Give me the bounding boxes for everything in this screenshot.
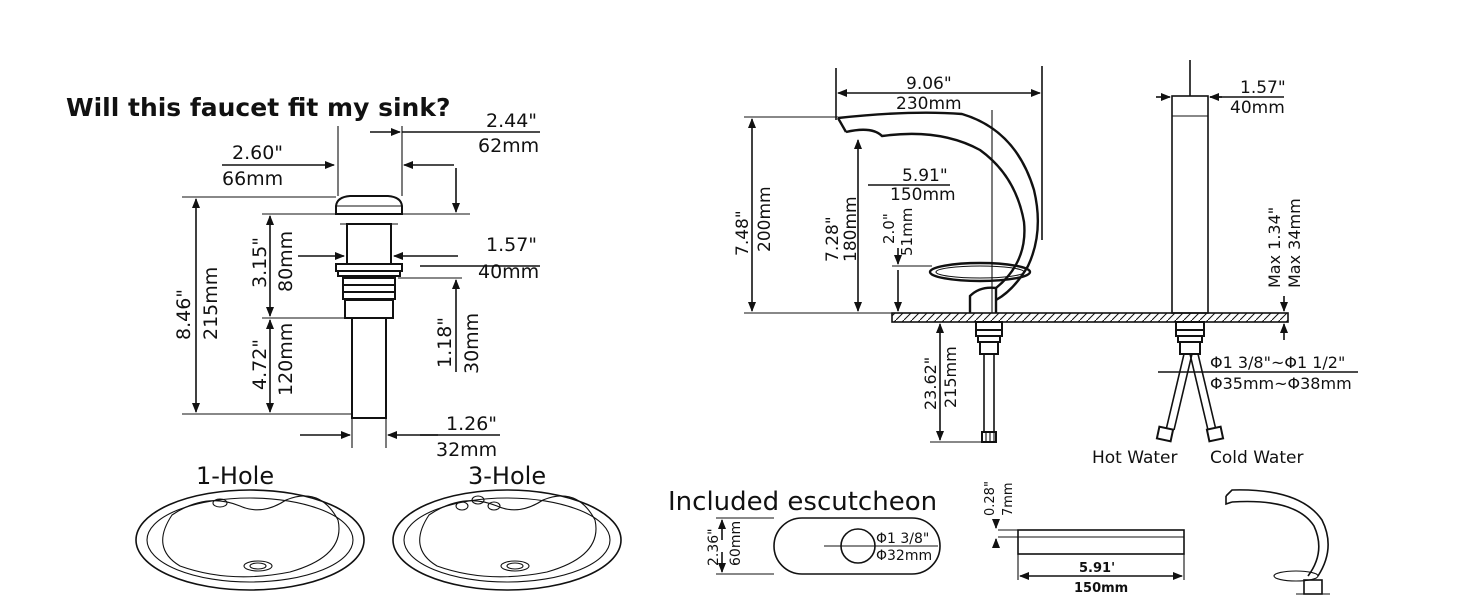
faucet-inner-reach-in: 5.91" <box>902 166 948 186</box>
faucet-hose-length-in: 23.62" <box>921 357 940 410</box>
faucet-spout-height-dimension: 7.28" 180mm <box>823 139 862 312</box>
drain-tail-width-dimension: 1.26" 32mm <box>300 413 500 461</box>
three-hole-sink: 3-Hole <box>392 462 622 591</box>
drain-body-width-in: 2.60" <box>232 142 283 164</box>
side-deck-max-in: Max 1.34" <box>1265 207 1284 288</box>
one-hole-sink: 1-Hole <box>135 462 365 591</box>
side-width-in: 1.57" <box>1240 78 1286 98</box>
three-hole-label: 3-Hole <box>468 462 546 490</box>
drain-top-width-mm: 62mm <box>478 135 539 157</box>
faucet-side-drawing <box>1155 60 1225 443</box>
drain-top-width-dimension: 2.44" 62mm <box>337 110 540 196</box>
drain-thread-mm: 30mm <box>461 313 483 374</box>
hot-water-label: Hot Water <box>1092 448 1178 468</box>
drain-cap-height-dimension: 3.15" 80mm <box>249 213 345 319</box>
side-hole-diameter-dimension: Φ1 3/8"~Φ1 1/2" Φ35mm~Φ38mm <box>1158 353 1358 393</box>
drain-tail-height-in: 4.72" <box>249 339 271 390</box>
side-hole-diameter-mm: Φ35mm~Φ38mm <box>1210 374 1352 393</box>
faucet-front-drawing <box>836 111 1289 443</box>
escutcheon-length-mm: 150mm <box>1074 581 1128 596</box>
drain-tail-height-dimension: 4.72" 120mm <box>249 319 297 413</box>
escutcheon-title: Included escutcheon <box>668 487 937 517</box>
faucet-height-mm: 200mm <box>755 186 775 252</box>
escutcheon-side-view <box>1017 529 1185 555</box>
drain-flange-dimension: 1.57" 40mm <box>298 213 540 283</box>
side-deck-max-mm: Max 34mm <box>1285 198 1304 288</box>
pop-up-drain-drawing <box>335 195 403 419</box>
escutcheon-thickness-in: 0.28" <box>983 481 998 516</box>
escutcheon-height-in: 2.36" <box>706 528 722 566</box>
drain-thread-dimension: 1.18" 30mm <box>398 168 483 374</box>
drain-tail-width-in: 1.26" <box>446 413 497 435</box>
faucet-reach-mm: 230mm <box>896 94 962 114</box>
faucet-spout-height-in: 7.28" <box>823 216 843 262</box>
cold-water-label: Cold Water <box>1210 448 1303 468</box>
escutcheon-height-mm: 60mm <box>728 521 744 566</box>
side-width-dimension: 1.57" 40mm <box>1156 78 1286 118</box>
faucet-inner-reach-mm: 150mm <box>890 185 956 205</box>
faucet-height-in: 7.48" <box>733 210 753 256</box>
drain-tail-height-mm: 120mm <box>275 323 297 396</box>
drain-body-width-mm: 66mm <box>222 168 283 190</box>
faucet-height-dimension: 7.48" 200mm <box>733 116 892 314</box>
drain-body-width-dimension: 2.60" 66mm <box>222 142 454 190</box>
drain-thread-in: 1.18" <box>434 317 456 368</box>
faucet-inner-reach-dimension: 5.91" 150mm <box>868 166 956 205</box>
faucet-hose-length-dimension: 23.62" 215mm <box>921 323 982 443</box>
drain-total-height-dimension: 8.46" 215mm <box>173 196 352 415</box>
side-deck-thickness-dimension: Max 1.34" Max 34mm <box>1265 198 1304 340</box>
escutcheon-hole-mm: Φ32mm <box>876 548 932 564</box>
faucet-hose-length-mm: 215mm <box>941 346 960 408</box>
escutcheon-plate <box>773 517 941 575</box>
drain-cap-height-mm: 80mm <box>275 231 297 292</box>
faucet-thumbnail <box>1225 489 1330 595</box>
escutcheon-hole-in: Φ1 3/8" <box>876 531 929 547</box>
faucet-reach-in: 9.06" <box>906 74 952 94</box>
drain-tail-width-mm: 32mm <box>436 439 497 461</box>
faucet-handle-height-mm: 51mm <box>898 208 916 256</box>
page-title: Will this faucet fit my sink? <box>66 93 450 122</box>
drain-flange-in: 1.57" <box>486 234 537 256</box>
drain-total-height-in: 8.46" <box>173 289 195 340</box>
faucet-reach-dimension: 9.06" 230mm <box>835 66 1043 240</box>
drain-flange-mm: 40mm <box>478 261 539 283</box>
drain-total-height-mm: 215mm <box>200 267 222 340</box>
escutcheon-section: Included escutcheon Φ1 3/8" Φ32mm 2.36" … <box>668 481 1185 596</box>
one-hole-label: 1-Hole <box>196 462 274 490</box>
escutcheon-length-in: 5.91' <box>1079 561 1115 576</box>
drain-cap-height-in: 3.15" <box>249 237 271 288</box>
side-width-mm: 40mm <box>1230 98 1285 118</box>
faucet-handle-height-in: 2.0" <box>880 213 898 244</box>
faucet-handle-height-dimension: 2.0" 51mm <box>880 110 993 313</box>
escutcheon-thickness-mm: 7mm <box>1001 482 1016 516</box>
side-hole-diameter-in: Φ1 3/8"~Φ1 1/2" <box>1210 353 1345 372</box>
drain-top-width-in: 2.44" <box>486 110 537 132</box>
faucet-spout-height-mm: 180mm <box>841 196 861 262</box>
